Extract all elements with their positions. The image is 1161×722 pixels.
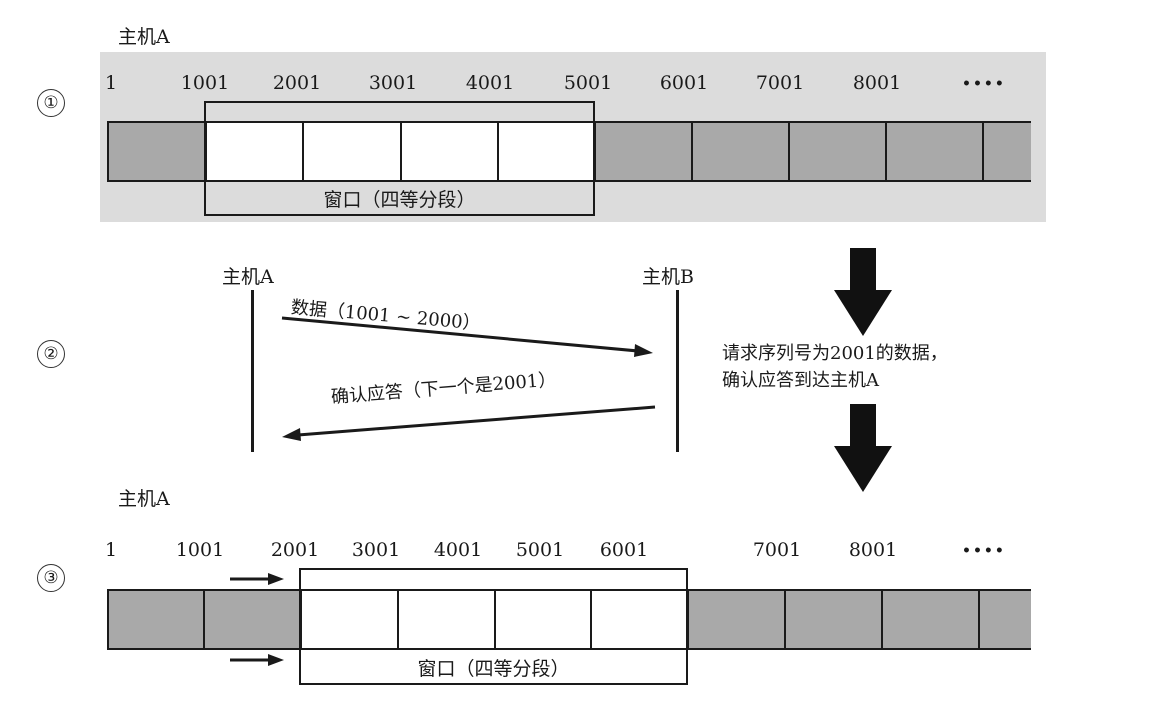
tick: 2001 <box>272 72 322 94</box>
step1-window-label: 窗口（四等分段） <box>323 189 476 211</box>
tick: 8001 <box>848 539 898 561</box>
tick: 4001 <box>465 72 515 94</box>
step3-window-label: 窗口（四等分段） <box>417 658 570 680</box>
step1-host-a-label: 主机A <box>118 26 170 48</box>
bar-left-edge <box>107 123 109 180</box>
tick: 1 <box>105 539 118 561</box>
segment-unsent <box>978 591 1031 648</box>
step2-note: 请求序列号为2001的数据， 确认应答到达主机A <box>722 340 948 394</box>
segment-unsent <box>982 123 1031 180</box>
segment-window <box>590 591 687 648</box>
segment-unsent <box>885 123 982 180</box>
tick: 6001 <box>599 539 649 561</box>
segment-sent <box>107 123 205 180</box>
tick: 6001 <box>659 72 709 94</box>
segment-unsent <box>881 591 978 648</box>
step3-host-a-label: 主机A <box>118 488 170 510</box>
ellipsis-icon: •••• <box>962 76 1006 92</box>
segment-window <box>397 591 494 648</box>
segment-acked <box>203 591 300 648</box>
step2-number: ② <box>37 340 65 368</box>
step1-sequence-bar <box>107 121 1031 182</box>
step3-sequence-bar <box>107 589 1031 650</box>
tick: 5001 <box>563 72 613 94</box>
tick: 7001 <box>755 72 805 94</box>
ellipsis-icon: •••• <box>962 543 1006 559</box>
segment-acked <box>107 591 203 648</box>
segment-window <box>300 591 397 648</box>
ack-arrow-icon <box>282 405 656 441</box>
segment-unsent <box>788 123 885 180</box>
segment-window <box>302 123 400 180</box>
segment-unsent <box>687 591 784 648</box>
tick: 1 <box>105 72 118 94</box>
segment-window <box>497 123 594 180</box>
segment-window <box>400 123 497 180</box>
step1-window-box <box>204 101 595 216</box>
step2-host-b-label: 主机B <box>642 266 694 288</box>
step3-window-box <box>299 568 688 685</box>
host-a-timeline <box>251 290 254 452</box>
segment-unsent <box>691 123 788 180</box>
host-b-timeline <box>676 290 679 452</box>
tick: 3001 <box>351 539 401 561</box>
tick: 2001 <box>270 539 320 561</box>
step3-number: ③ <box>37 564 65 592</box>
down-arrow-icon <box>834 404 892 492</box>
note-line-2: 确认应答到达主机A <box>722 370 879 391</box>
down-arrow-icon <box>834 248 892 336</box>
segment-window <box>494 591 590 648</box>
segment-unsent <box>784 591 881 648</box>
shift-arrow-icon <box>230 654 284 666</box>
tick: 5001 <box>515 539 565 561</box>
data-arrow-icon <box>281 316 653 357</box>
tick: 1001 <box>180 72 230 94</box>
tick: 4001 <box>433 539 483 561</box>
step1-number: ① <box>37 89 65 117</box>
segment-window <box>205 123 302 180</box>
shift-arrow-icon <box>230 573 284 585</box>
note-line-1: 请求序列号为2001的数据， <box>722 343 948 364</box>
tick: 8001 <box>852 72 902 94</box>
step2-host-a-label: 主机A <box>222 266 274 288</box>
tick: 7001 <box>752 539 802 561</box>
segment-unsent <box>594 123 691 180</box>
tick: 1001 <box>175 539 225 561</box>
tick: 3001 <box>368 72 418 94</box>
